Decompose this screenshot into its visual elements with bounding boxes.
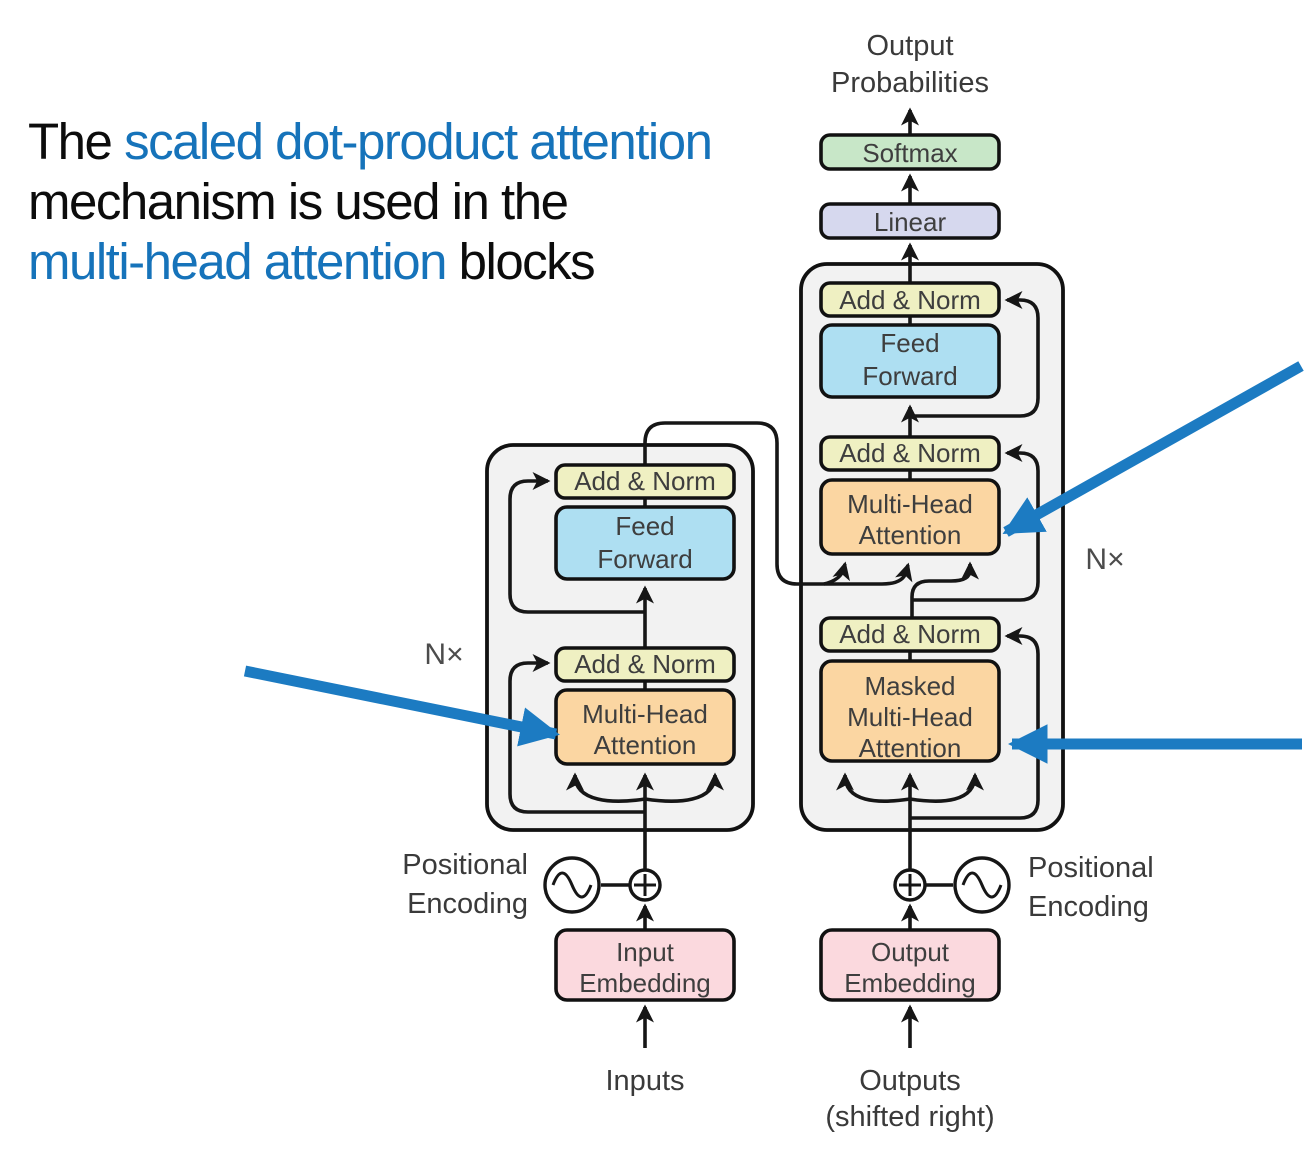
outputs-label-line2: (shifted right) <box>825 1101 994 1133</box>
output-embedding-box <box>819 928 1001 1002</box>
positional-encoding-symbol-left <box>543 856 662 914</box>
linear-label: Linear <box>874 207 947 237</box>
inputs-label: Inputs <box>606 1065 685 1097</box>
multi-head-attention-label-line1: Multi-Head <box>847 489 973 519</box>
annotation-plain-2: mechanism is used in the <box>28 173 569 230</box>
add-norm-label: Add & Norm <box>839 619 981 649</box>
blue-arrow-to-encoder-attention <box>243 665 560 747</box>
encoder-add-norm-bottom-box <box>554 646 736 683</box>
annotation-arrows <box>243 361 1304 764</box>
feed-forward-label-line1: Feed <box>880 328 939 358</box>
n-times-label-encoder: N× <box>424 638 463 671</box>
masked-mha-label-line3: Attention <box>859 733 962 763</box>
positional-encoding-label-right-line1: Positional <box>1028 852 1154 884</box>
decoder-add-norm-top-box <box>819 281 1001 318</box>
sine-wave-icon <box>551 871 593 899</box>
decoder-add-norm-bottom-box <box>819 616 1001 653</box>
blue-arrow-to-decoder-attention <box>1002 361 1304 537</box>
feed-forward-label-line2: Forward <box>597 544 692 574</box>
output-probabilities-label-line1: Output <box>866 30 953 62</box>
linear-box <box>819 202 1001 240</box>
decoder-feed-forward-box <box>819 323 1001 399</box>
encoder-container <box>485 443 755 832</box>
positional-encoding-label-right-line2: Encoding <box>1028 891 1149 923</box>
encoder-feed-forward-box <box>554 505 736 581</box>
masked-multi-head-attention-box <box>819 659 1001 763</box>
positional-encoding-label-left-line2: Encoding <box>407 888 528 920</box>
annotation-plain-1: The <box>28 113 125 170</box>
sine-wave-icon <box>961 871 1003 899</box>
input-embedding-label-line1: Input <box>616 937 675 967</box>
multi-head-attention-label-line2: Attention <box>859 520 962 550</box>
plus-icon <box>634 874 656 896</box>
annotation-highlight-scaled-dot-product: scaled dot-product attention <box>124 113 713 170</box>
feed-forward-label-line1: Feed <box>615 511 674 541</box>
softmax-label: Softmax <box>862 138 957 168</box>
masked-mha-label-line1: Masked <box>864 671 955 701</box>
decoder-multi-head-attention-box <box>819 478 1001 556</box>
output-embedding-label-line2: Embedding <box>844 968 976 998</box>
input-embedding-box <box>554 928 736 1002</box>
outputs-label-line1: Outputs <box>859 1065 961 1097</box>
decoder-add-norm-mid-box <box>819 435 1001 472</box>
positional-encoding-label-left-line1: Positional <box>402 849 528 881</box>
multi-head-attention-label-line2: Attention <box>594 730 697 760</box>
encoder-wiring <box>508 421 913 1048</box>
add-norm-label: Add & Norm <box>574 649 716 679</box>
add-norm-label: Add & Norm <box>574 466 716 496</box>
annotation-highlight-multi-head: multi-head attention <box>28 233 447 290</box>
input-embedding-label-line2: Embedding <box>579 968 711 998</box>
masked-mha-label-line2: Multi-Head <box>847 702 973 732</box>
positional-encoding-symbol-right <box>893 856 1011 914</box>
plus-icon <box>899 874 921 896</box>
softmax-box <box>819 133 1001 171</box>
feed-forward-label-line2: Forward <box>862 361 957 391</box>
encoder-add-norm-top-box <box>554 463 736 500</box>
multi-head-attention-label-line1: Multi-Head <box>582 699 708 729</box>
output-probabilities-label-line2: Probabilities <box>831 67 989 99</box>
n-times-label-decoder: N× <box>1085 543 1124 576</box>
annotation-plain-3: blocks <box>445 233 596 290</box>
add-norm-label: Add & Norm <box>839 438 981 468</box>
add-norm-label: Add & Norm <box>839 285 981 315</box>
output-embedding-label-line1: Output <box>871 937 950 967</box>
